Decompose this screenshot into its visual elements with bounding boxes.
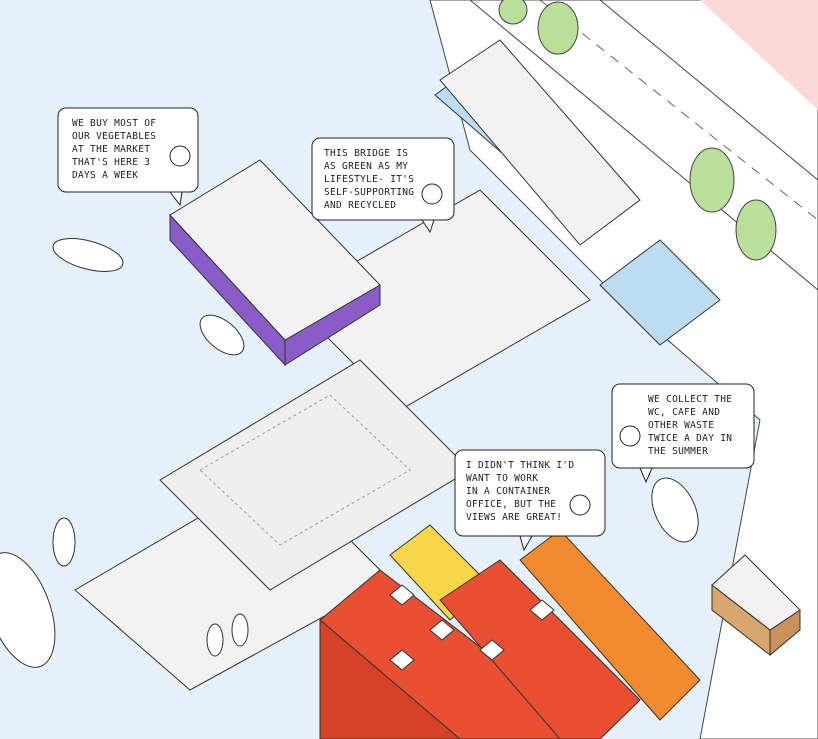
svg-text:I DIDN'T THINK I'D WANT: I DIDN'T THINK I'D WANT TO WORK IN A CON… [466, 460, 580, 523]
bubble-line: WE BUY MOST OF [72, 118, 156, 129]
svg-text:WE BUY MOST OF OUR VEGET: WE BUY MOST OF OUR VEGETABLES AT THE MAR… [72, 118, 162, 181]
quay-deck [439, 39, 641, 246]
bubble-tail [639, 467, 653, 484]
bubble-line: OUR VEGETABLES [72, 131, 156, 142]
bubble-line: WANT TO WORK [466, 473, 538, 484]
svg-text:WE COLLECT THE WC, CAFE: WE COLLECT THE WC, CAFE AND OTHER WASTE … [648, 394, 738, 457]
tree [735, 199, 777, 261]
boat [0, 552, 56, 668]
bubble-line: AT THE MARKET [72, 144, 150, 155]
market-pontoon-deck [169, 159, 381, 341]
container-office [319, 524, 701, 739]
speech-bubble-waste: WE COLLECT THE WC, CAFE AND OTHER WASTE … [611, 383, 755, 484]
speech-bubble-bridge: THIS BRIDGE IS AS GREEN AS MY LIFESTYLE-… [311, 137, 455, 234]
kerb-line-2 [599, 0, 818, 181]
blue-pontoon-2 [599, 239, 721, 346]
face-icon [421, 183, 443, 205]
bubble-line: THE SUMMER [648, 446, 708, 457]
bubble-line: OFFICE, BUT THE [466, 499, 556, 510]
bubble-tail [519, 535, 533, 552]
boat [52, 517, 76, 567]
skylight [389, 649, 415, 671]
bubble-box [611, 383, 755, 469]
bubble-line: LIFESTYLE- IT'S [324, 174, 414, 185]
bubble-line: AND RECYCLED [324, 200, 396, 211]
boat [651, 477, 699, 543]
red-container-roof-2 [439, 559, 641, 739]
bubble-box [311, 137, 455, 221]
bubble-box [57, 107, 199, 193]
boat [52, 238, 124, 272]
skylight [429, 619, 455, 641]
speech-bubble-market: WE BUY MOST OF OUR VEGETABLES AT THE MAR… [57, 107, 199, 207]
tree [537, 1, 579, 55]
bubble-line: IN A CONTAINER [466, 486, 550, 497]
bubble-tail [168, 191, 183, 207]
tree [689, 147, 735, 213]
face-icon [619, 425, 641, 447]
bubble-line: THAT'S HERE 3 [72, 157, 150, 168]
bubble-line: WE COLLECT THE [648, 394, 732, 405]
skylight [529, 599, 555, 621]
speech-bubble-office: I DIDN'T THINK I'D WANT TO WORK IN A CON… [454, 449, 606, 552]
bubble-line: TWICE A DAY IN [648, 433, 732, 444]
bubble-line: OTHER WASTE [648, 420, 714, 431]
trees [498, 0, 777, 261]
face-icon [169, 145, 191, 167]
waste-raft-deck [711, 554, 801, 631]
bubble-line: SELF-SUPPORTING [324, 187, 414, 198]
tree [498, 0, 528, 25]
bubble-line: WC, CAFE AND [648, 407, 720, 418]
boat [199, 314, 245, 356]
face-icon [569, 494, 591, 516]
svg-text:THIS BRIDGE IS AS GREEN: THIS BRIDGE IS AS GREEN AS MY LIFESTYLE-… [324, 148, 420, 211]
main-deck [74, 189, 591, 691]
road-dash [539, 0, 818, 221]
orange-container [519, 529, 701, 721]
bubble-line: THIS BRIDGE IS [324, 148, 408, 159]
bubble-line: AS GREEN AS MY [324, 161, 408, 172]
bubble-line: I DIDN'T THINK I'D [466, 460, 574, 471]
deck-hatching [199, 394, 411, 546]
skylight [479, 639, 505, 661]
bubble-line: DAYS A WEEK [72, 170, 138, 181]
rowboat [206, 623, 224, 657]
red-container-wall [319, 618, 461, 739]
rowboat [231, 613, 249, 647]
skylight [389, 584, 415, 606]
bubble-line: VIEWS ARE GREAT! [466, 512, 562, 523]
bubble-tail [421, 219, 435, 234]
pink-corner [700, 0, 818, 110]
boats [0, 238, 699, 668]
